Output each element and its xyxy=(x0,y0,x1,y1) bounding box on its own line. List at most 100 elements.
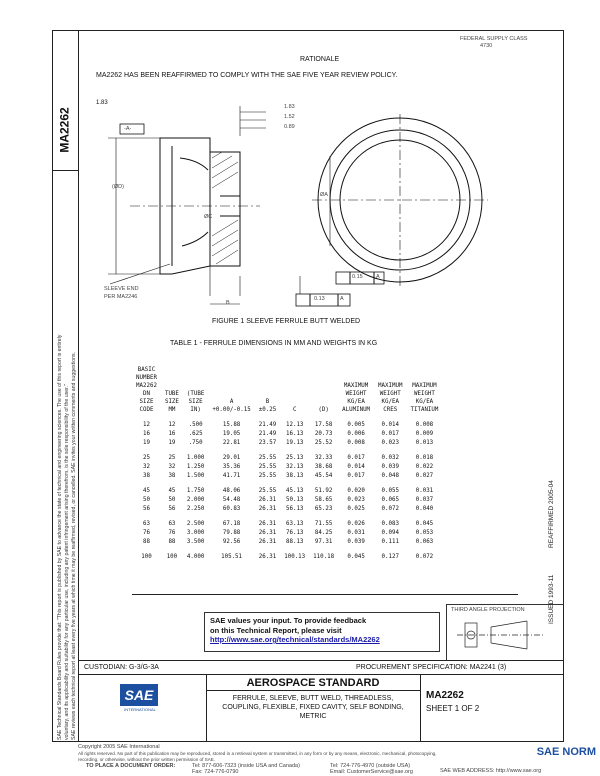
table-cell: 97.31 xyxy=(314,538,333,545)
dim-1-83: 1.83 xyxy=(96,100,108,106)
table-header-line: SIZE xyxy=(188,399,203,405)
table-cell: 88.13 xyxy=(285,538,304,545)
table-cell: 0.094 xyxy=(381,529,399,536)
rationale-text: MA2262 HAS BEEN REAFFIRMED TO COMPLY WIT… xyxy=(96,72,398,79)
table-header-cell: (D) xyxy=(309,366,338,414)
table-header-line: IN) xyxy=(190,407,201,413)
d-dimension-label: (ØD) xyxy=(112,184,124,190)
table-cell: 0.017 xyxy=(347,454,365,461)
tel-outside: Tel: 724-776-4970 (outside USA) xyxy=(330,763,411,769)
table-cell: 0.065 xyxy=(381,496,399,503)
c-dimension-label: ØC xyxy=(204,214,213,220)
table-header-line: CRES xyxy=(383,407,398,413)
standard-title: FERRULE, SLEEVE, BUTT WELD, THREADLESS, … xyxy=(206,694,420,721)
tolerance-frame-2 xyxy=(295,293,351,307)
table-cell: 0.018 xyxy=(415,454,434,461)
table-cell: 60.83 xyxy=(222,505,241,512)
third-angle-symbol xyxy=(457,620,543,650)
table-cell: 56.13 xyxy=(285,505,304,512)
table-cell: 0.013 xyxy=(415,439,434,446)
dim-1-52-label: 1.52 xyxy=(284,114,295,120)
table-cell: 45.54 xyxy=(314,472,333,479)
table-cell: 2.500 xyxy=(186,520,205,527)
tolerance-2-datum: A xyxy=(340,296,344,302)
third-angle-block: THIRD ANGLE PROJECTION xyxy=(446,604,564,660)
table-header-line: B xyxy=(265,399,270,405)
feedback-line-2: on this Technical Report, please visit xyxy=(210,625,342,635)
table-cell: 0.127 xyxy=(381,553,399,560)
ferrule-drawing xyxy=(108,106,488,307)
table-cell: 0.008 xyxy=(415,421,434,428)
title-line-3: METRIC xyxy=(299,713,327,720)
table-header-line: SIZE xyxy=(164,399,179,405)
tolerance-frame-1 xyxy=(335,271,385,285)
table-cell: 17.58 xyxy=(314,421,333,428)
table-cell: 26.31 xyxy=(258,538,277,545)
table-cell: 26.31 xyxy=(258,520,277,527)
table-header-line: C xyxy=(292,407,297,413)
table-cell: 0.022 xyxy=(415,463,434,470)
table-cell: 0.037 xyxy=(415,496,434,503)
table-cell: 0.040 xyxy=(415,505,434,512)
table-cell: 19 xyxy=(142,439,150,446)
table-cell: .500 xyxy=(188,421,203,428)
sae-logo-mark: SAE xyxy=(120,684,158,706)
table-header-line: TITANIUM xyxy=(410,407,439,413)
table-cell: 26.31 xyxy=(258,505,277,512)
supply-class-label: FEDERAL SUPPLY CLASS xyxy=(460,36,528,42)
table-cell: 19 xyxy=(168,439,176,446)
order-label: TO PLACE A DOCUMENT ORDER: xyxy=(86,763,176,769)
table-cell: 110.18 xyxy=(313,553,335,560)
a-dimension-label: ØA xyxy=(320,192,328,198)
tolerance-1-datum: A xyxy=(376,274,380,280)
table-cell: 56 xyxy=(168,505,176,512)
table-cell: 45.13 xyxy=(285,487,304,494)
table-cell: 0.031 xyxy=(347,529,365,536)
dim-1-83-label: 1.83 xyxy=(284,104,295,110)
table-cell: 25 xyxy=(142,454,150,461)
doc-number: MA2262 xyxy=(426,690,464,701)
sae-logo: SAE INTERNATIONAL xyxy=(120,684,160,716)
table-header-line: MAXIMUM xyxy=(343,383,369,389)
table-cell: 0.005 xyxy=(347,421,365,428)
table-cell: 0.111 xyxy=(381,538,399,545)
sheet-number: SHEET 1 OF 2 xyxy=(426,704,480,713)
table-cell: 0.014 xyxy=(381,421,399,428)
table-cell: 0.063 xyxy=(415,538,434,545)
table-header-line: KG/EA xyxy=(381,399,399,405)
aerospace-standard-heading: AEROSPACE STANDARD xyxy=(246,677,380,689)
table-cell: 12.13 xyxy=(285,421,304,428)
title-line-1: FERRULE, SLEEVE, BUTT WELD, THREADLESS, xyxy=(232,695,394,702)
table-cell: 16.13 xyxy=(285,430,304,437)
table-header-line: SIZE xyxy=(139,399,154,405)
table-cell: 71.55 xyxy=(314,520,333,527)
table-cell: 0.025 xyxy=(347,505,365,512)
page-frame xyxy=(78,30,564,742)
table-cell: 0.039 xyxy=(347,538,365,545)
tolerance-2-value: 0.13 xyxy=(314,296,325,302)
table-cell: 0.020 xyxy=(347,487,365,494)
fax: Fax: 724-776-0790 xyxy=(192,769,239,775)
table-header-line: BASIC xyxy=(137,367,156,373)
table-header-line: +0.00/-0.15 xyxy=(212,407,251,413)
table-cell: 32.13 xyxy=(285,463,304,470)
doc-divider xyxy=(420,674,421,742)
table-header-line: WEIGHT xyxy=(345,391,367,397)
table-cell: 50 xyxy=(168,496,176,503)
table-cell: 0.048 xyxy=(381,472,399,479)
table-header-cell: B±0.25 xyxy=(255,366,280,414)
table-cell: 29.01 xyxy=(222,454,241,461)
table-cell: 25.55 xyxy=(258,472,277,479)
feedback-link[interactable]: http://www.sae.org/technical/standards/M… xyxy=(210,635,380,644)
table-header-line: DN xyxy=(142,391,150,397)
